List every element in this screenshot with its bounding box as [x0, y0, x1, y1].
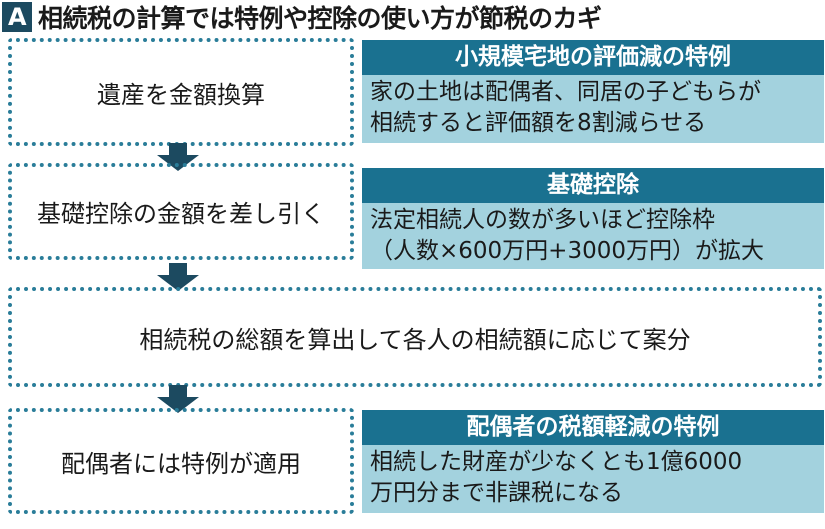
note-body: 相続した財産が少なくとも1億6000 万円分まで非課税になる — [362, 445, 824, 513]
down-arrow-icon — [157, 143, 199, 171]
note-line: 万円分まで非課税になる — [370, 480, 623, 506]
note-line: 法定相続人の数が多いほど控除枠 — [370, 207, 715, 233]
note-line: （人数×600万円+3000万円）が拡大 — [370, 238, 764, 264]
note-small-residential-land: 小規模宅地の評価減の特例 家の土地は配偶者、同居の子どもらが相続すると評価額を8… — [362, 40, 824, 143]
note-line: 相続した財産が少なくとも1億6000 — [370, 449, 743, 475]
note-body: 家の土地は配偶者、同居の子どもらが相続すると評価額を8割減らせる — [362, 75, 824, 143]
diagram-title: A 相続税の計算では特例や控除の使い方が節税のカギ — [2, 2, 602, 33]
step-4: 配偶者には特例が適用 — [8, 408, 354, 514]
note-heading: 配偶者の税額軽減の特例 — [362, 410, 824, 445]
note-line: 家の土地は配偶者、同居の子どもらが — [370, 79, 761, 105]
title-badge: A — [2, 2, 32, 32]
note-body: 法定相続人の数が多いほど控除枠 （人数×600万円+3000万円）が拡大 — [362, 203, 824, 269]
note-heading: 小規模宅地の評価減の特例 — [362, 40, 824, 75]
note-spouse-tax-reduction: 配偶者の税額軽減の特例 相続した財産が少なくとも1億6000 万円分まで非課税にな… — [362, 410, 824, 513]
down-arrow-icon — [157, 385, 199, 413]
note-heading: 基礎控除 — [362, 168, 824, 203]
title-text: 相続税の計算では特例や控除の使い方が節税のカギ — [38, 4, 602, 33]
step-1: 遺産を金額換算 — [8, 38, 354, 146]
down-arrow-icon — [157, 263, 199, 291]
step-2: 基礎控除の金額を差し引く — [8, 163, 354, 260]
note-basic-deduction: 基礎控除 法定相続人の数が多いほど控除枠 （人数×600万円+3000万円）が拡大 — [362, 168, 824, 269]
note-line: 相続すると評価額を8割減らせる — [370, 110, 707, 136]
step-3: 相続税の総額を算出して各人の相続額に応じて案分 — [8, 287, 822, 387]
